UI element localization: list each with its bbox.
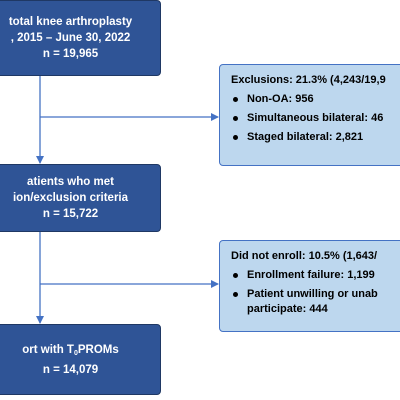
exclusions-box: Exclusions: 21.3% (4,243/19,9 Non-OA: 95… — [219, 64, 400, 166]
t0-proms-title-subscript: 0 — [73, 349, 78, 357]
not-enrolled-box: Did not enroll: 10.5% (1,643/ Enrollment… — [219, 240, 400, 332]
exclusions-list: Non-OA: 956 Simultaneous bilateral: 46 S… — [231, 92, 400, 145]
met-criteria-box: atients who met ion/exclusion criteria n… — [0, 164, 161, 232]
cohort-count: n = 19,965 — [42, 48, 99, 60]
not-enrolled-title: Did not enroll: 10.5% (1,643/ — [231, 250, 378, 262]
exclusion-item: Simultaneous bilateral: 46 — [231, 111, 400, 126]
exclusion-item-label: Staged bilateral: 2,821 — [247, 131, 364, 143]
t0-proms-count: n = 14,079 — [42, 363, 99, 376]
exclusion-item: Staged bilateral: 2,821 — [231, 130, 400, 145]
not-enrolled-item-label: Enrollment failure: 1,199 — [247, 269, 375, 281]
not-enrolled-item-label-cont: participate: 444 — [247, 303, 328, 315]
t0-proms-title-prefix: ort with T — [22, 343, 74, 356]
bullet-icon — [233, 97, 238, 102]
not-enrolled-item: Enrollment failure: 1,199 — [231, 268, 400, 283]
cohort-box: total knee arthroplasty , 2015 – June 30… — [0, 0, 161, 76]
t0-proms-title: ort with T0PROMs — [0, 342, 160, 362]
bullet-icon — [233, 135, 238, 140]
exclusion-item-label: Non-OA: 956 — [247, 93, 314, 105]
met-criteria-count: n = 15,722 — [42, 208, 99, 220]
bullet-icon — [233, 116, 238, 121]
met-criteria-title: atients who met — [27, 176, 114, 188]
exclusions-title: Exclusions: 21.3% (4,243/19,9 — [231, 74, 386, 86]
exclusion-item-label: Simultaneous bilateral: 46 — [247, 112, 384, 124]
bullet-icon — [233, 273, 238, 278]
not-enrolled-item-label: Patient unwilling or unab — [247, 288, 378, 300]
cohort-date-range: , 2015 – June 30, 2022 — [10, 32, 131, 44]
cohort-title: total knee arthroplasty — [8, 16, 133, 28]
bullet-icon — [233, 292, 238, 297]
t0-proms-title-suffix: PROMs — [77, 343, 119, 356]
not-enrolled-list: Enrollment failure: 1,199 Patient unwill… — [231, 268, 400, 317]
t0-proms-box: ort with T0PROMs n = 14,079 — [0, 324, 161, 395]
met-criteria-subtitle: ion/exclusion criteria — [12, 192, 129, 204]
not-enrolled-item: Patient unwilling or unab participate: 44… — [231, 287, 400, 317]
exclusion-item: Non-OA: 956 — [231, 92, 400, 107]
